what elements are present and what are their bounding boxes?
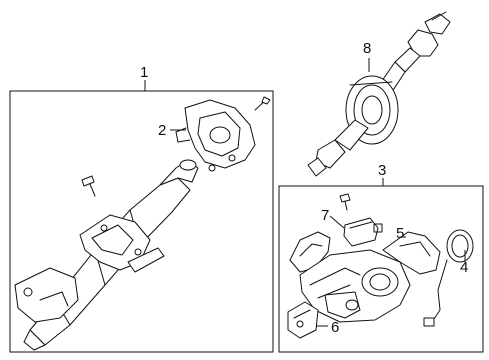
group-1-frame <box>9 90 274 353</box>
callout-4: 4 <box>460 259 468 276</box>
main-switch-housing <box>299 249 411 323</box>
callout-1: 1 <box>140 64 148 81</box>
bolt-icon-left <box>81 175 96 197</box>
callout-2: 2 <box>158 122 166 139</box>
callout-7-leader <box>329 215 345 229</box>
callout-7: 7 <box>321 207 329 224</box>
bolt-icon <box>254 96 271 111</box>
group-1-steering-column: 1 <box>9 64 274 353</box>
steering-column-assembly <box>14 159 199 351</box>
group-3-switch-assembly: 3 7 5 4 <box>278 162 484 353</box>
callout-3: 3 <box>378 162 386 179</box>
part-5-cover <box>382 231 441 275</box>
screw-icon <box>339 193 351 211</box>
part-2-bracket <box>175 99 256 172</box>
part-8-intermediate-shaft: 8 <box>307 11 451 177</box>
callout-8: 8 <box>363 40 371 57</box>
callout-5: 5 <box>396 225 404 242</box>
part-7-module <box>343 217 383 247</box>
part-4-ring <box>423 229 474 327</box>
callout-6: 6 <box>331 319 339 336</box>
part-6-sensor <box>287 301 319 339</box>
left-bracket <box>289 231 331 273</box>
group-3-frame <box>278 185 484 353</box>
